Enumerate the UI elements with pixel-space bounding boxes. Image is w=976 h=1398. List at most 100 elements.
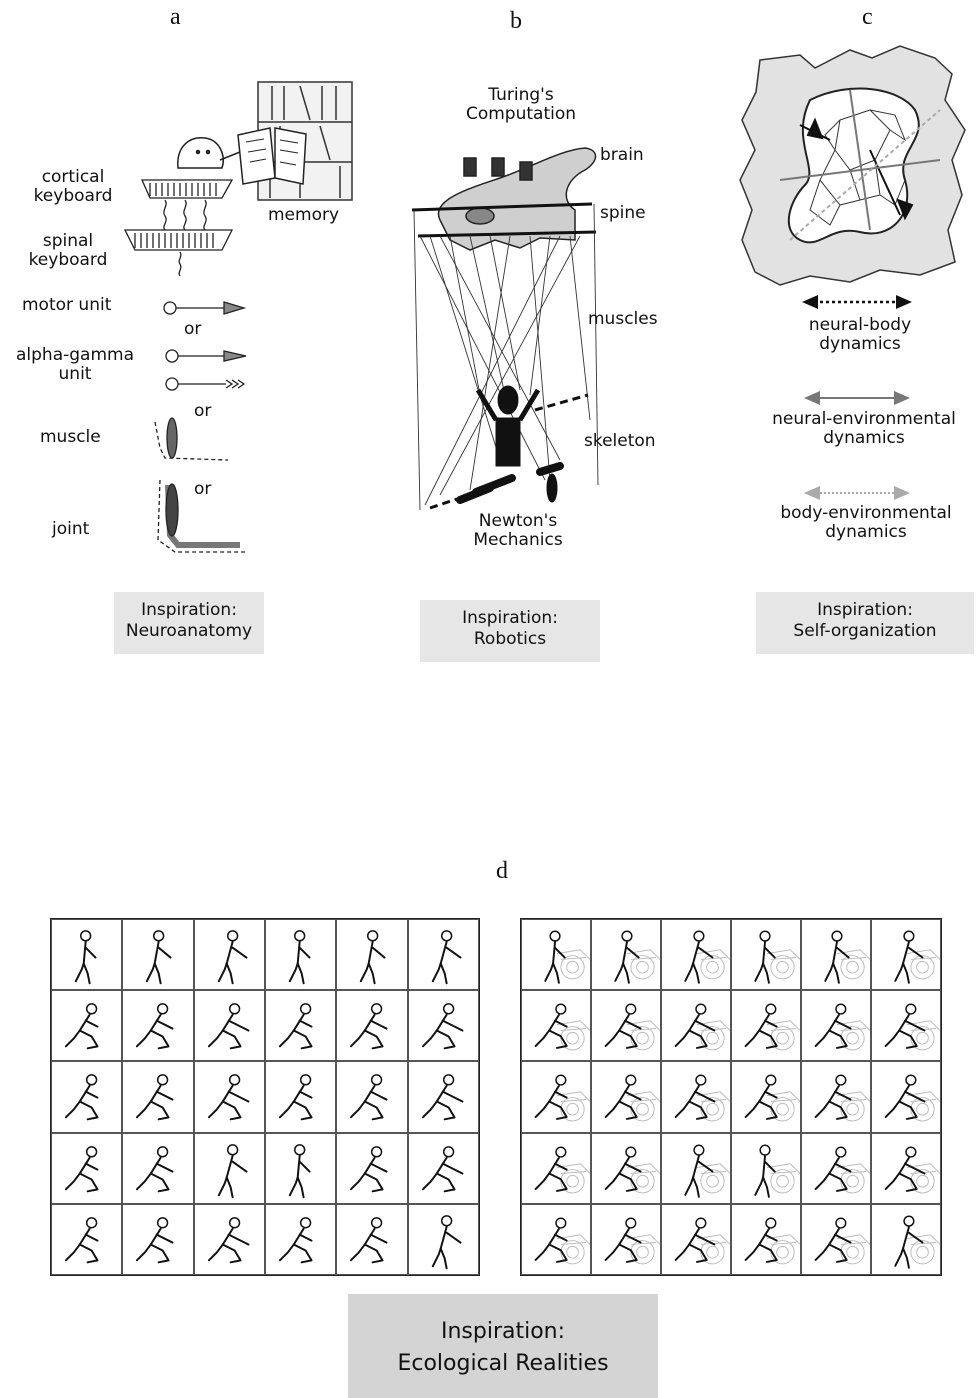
figure-cell (408, 1061, 479, 1132)
stick-figure-icon (280, 1004, 312, 1048)
figure-cell (661, 1061, 731, 1132)
label-skeleton: skeleton (584, 432, 656, 451)
stick-figure-icon (66, 1004, 98, 1048)
neural-environmental-arrow-icon (804, 391, 910, 405)
figure-cell (122, 1204, 193, 1275)
figure-cell (51, 990, 122, 1061)
stick-figure-icon (676, 1076, 715, 1120)
vehicle-sketch-icon (627, 950, 660, 979)
figure-cell (801, 1133, 871, 1204)
stick-figure-icon (606, 1218, 641, 1262)
figure-cell (801, 1061, 871, 1132)
figure-cell (521, 1204, 591, 1275)
stick-figure-icon (351, 1218, 387, 1262)
figure-cell (336, 1133, 407, 1204)
figure-cell (801, 1204, 871, 1275)
figure-cell (661, 919, 731, 990)
stick-figure-icon (290, 931, 310, 983)
stick-figure-icon (746, 1004, 777, 1048)
stick-figure-icon (676, 1004, 715, 1048)
stick-figure-icon (137, 1004, 173, 1048)
label-joint: joint (52, 520, 89, 539)
figure-cell (336, 990, 407, 1061)
stick-figure-icon (280, 1218, 312, 1262)
figure-cell (122, 990, 193, 1061)
body-environmental-arrow-icon (804, 486, 910, 500)
muscle-icon (155, 418, 228, 460)
figure-cell (591, 1133, 661, 1204)
figure-cell (591, 990, 661, 1061)
label-cortical-keyboard: cortical keyboard (18, 168, 128, 206)
stick-figure-icon (536, 1076, 567, 1120)
label-newtons-mechanics: Newton's Mechanics (448, 512, 588, 550)
stick-figure-icon (886, 1147, 925, 1191)
figure-cell (194, 1133, 265, 1204)
vehicle-sketch-icon (907, 1235, 940, 1264)
stick-figure-icon (825, 931, 848, 982)
homunculus-icon (178, 138, 240, 168)
figure-cell (521, 919, 591, 990)
figure-cell (51, 919, 122, 990)
stick-figure-icon (137, 1075, 173, 1119)
stick-figure-icon (816, 1147, 851, 1191)
figure-cell (336, 1061, 407, 1132)
figure-cell (591, 1204, 661, 1275)
vehicle-sketch-icon (697, 1163, 730, 1192)
figure-cell (591, 1061, 661, 1132)
stick-figure-icon (685, 931, 712, 982)
stick-figure-icon (886, 1004, 925, 1048)
stick-figure-icon (137, 1146, 173, 1190)
figure-cell (194, 990, 265, 1061)
label-or-3: or (194, 480, 211, 499)
panel-d-letter: d (496, 858, 508, 885)
label-memory: memory (268, 206, 339, 225)
figure-cell (661, 990, 731, 1061)
spinal-keyboard-icon (125, 230, 232, 276)
figure-cell (731, 919, 801, 990)
stick-figure-icon (606, 1004, 641, 1048)
label-motor-unit: motor unit (22, 296, 111, 315)
motor-unit-icon (164, 302, 244, 314)
stick-figure-icon (536, 1147, 567, 1191)
stick-figure-icon (685, 1145, 712, 1196)
stick-figure-grid-plain (50, 918, 480, 1276)
figure-cell (591, 919, 661, 990)
label-spinal-keyboard: spinal keyboard (18, 232, 118, 270)
figure-cell (265, 919, 336, 990)
figure-cell (731, 1133, 801, 1204)
figure-cell (122, 1061, 193, 1132)
vehicle-sketch-icon (697, 950, 730, 979)
label-muscle: muscle (40, 428, 101, 447)
stick-figure-icon (209, 1004, 249, 1048)
figure-cell (731, 1061, 801, 1132)
stick-figure-icon (895, 931, 922, 982)
stick-figure-icon (361, 931, 385, 983)
stick-figure-icon (816, 1004, 851, 1048)
stick-figure-icon (66, 1075, 98, 1119)
stick-figure-icon (816, 1218, 851, 1262)
stick-figure-icon (746, 1218, 777, 1262)
stick-figure-grid-with-vehicle (520, 918, 942, 1276)
stick-figure-icon (290, 1144, 310, 1196)
stick-figure-icon (895, 1216, 922, 1267)
figure-cell (122, 1133, 193, 1204)
figure-cell (51, 1204, 122, 1275)
vehicle-sketch-icon (837, 950, 870, 979)
stick-figure-icon (423, 1004, 463, 1048)
stick-figure-icon (676, 1218, 715, 1262)
stick-figure-icon (280, 1075, 312, 1119)
figure-cell (871, 1133, 941, 1204)
stick-figure-icon (66, 1218, 98, 1262)
stick-figure-icon (606, 1076, 641, 1120)
figure-cell (408, 1133, 479, 1204)
stick-figure-icon (536, 1004, 567, 1048)
legend-body-environmental: body-environmental dynamics (760, 504, 972, 542)
stick-figure-icon (209, 1075, 249, 1119)
label-spine: spine (600, 204, 646, 223)
figure-cell (194, 1204, 265, 1275)
figure-cell (51, 1133, 122, 1204)
neural-body-arrow-icon (802, 295, 912, 309)
figure-cell (731, 990, 801, 1061)
stick-figure-icon (755, 1145, 774, 1196)
label-brain: brain (600, 146, 644, 165)
